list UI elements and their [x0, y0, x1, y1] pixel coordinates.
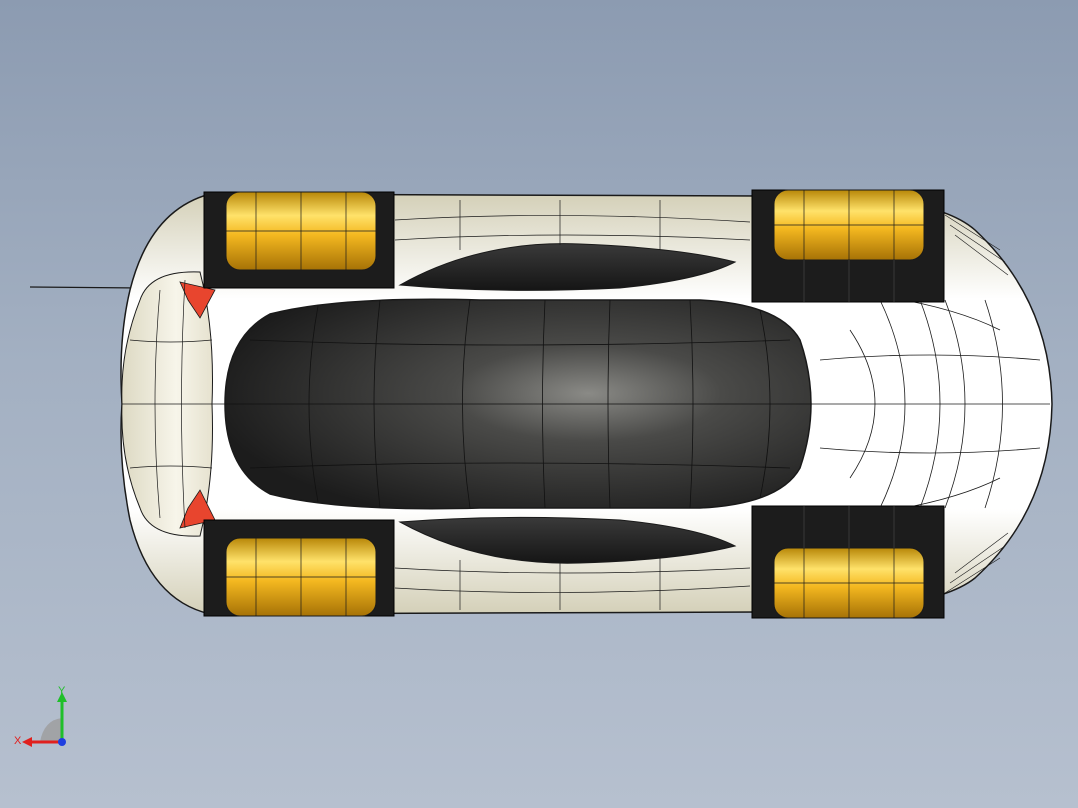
- rear-grille: [944, 214, 1009, 594]
- body-wireframe: [122, 200, 751, 610]
- wheel-front-top: [203, 191, 395, 289]
- side-window-top: [398, 243, 737, 291]
- antenna-line: [29, 286, 141, 289]
- front-accent-top: [179, 281, 216, 319]
- wheel-rear-top: [751, 189, 945, 303]
- side-window-bottom: [398, 516, 737, 564]
- canopy-wireframe: [225, 299, 820, 509]
- y-axis-label: Y: [58, 685, 66, 697]
- wheel-front-bottom: [203, 519, 395, 617]
- front-accent-bottom: [179, 489, 216, 529]
- rear-deck-wireframe: [819, 289, 1050, 519]
- orientation-triad: Y X: [10, 684, 80, 754]
- wheel-rear-bottom: [751, 505, 945, 619]
- x-axis-label: X: [14, 735, 22, 747]
